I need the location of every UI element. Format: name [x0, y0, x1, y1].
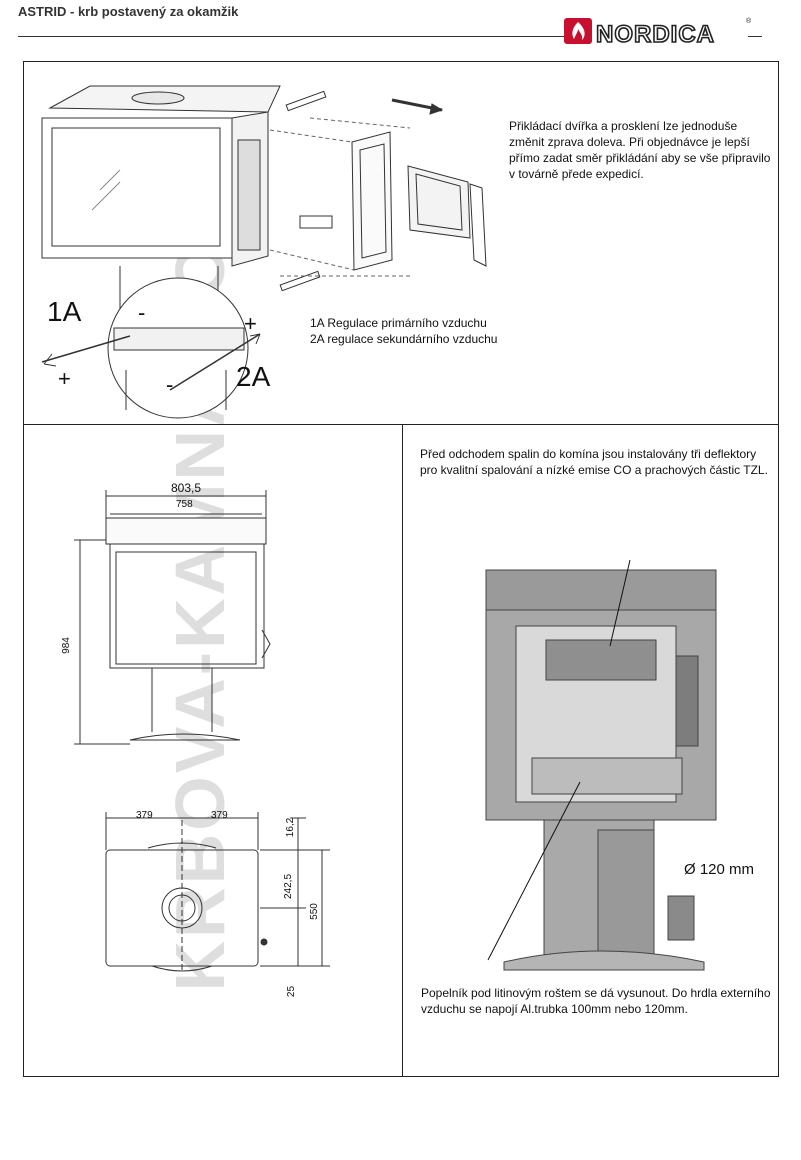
header-rule-end	[748, 36, 762, 37]
label-1a: 1A	[47, 296, 82, 327]
dim-depth: 550	[308, 903, 320, 920]
content-frame	[23, 61, 779, 1077]
flue-diameter-label: Ø 120 mm	[684, 861, 755, 878]
primary-air-note: 1A Regulace primárního vzduchu	[310, 316, 487, 330]
deflector-note: Před odchodem spalin do komína jsou inst…	[420, 447, 768, 477]
dim-offset-top: 16,2	[285, 817, 297, 838]
nordica-logo: NORDICA ®	[564, 17, 752, 49]
ash-pan-note: Popelník pod litinovým roštem se dá vysu…	[421, 986, 771, 1016]
stove-exploded-drawing	[41, 85, 487, 419]
registered-mark: ®	[746, 17, 752, 25]
dim-overall-width: 803,5	[171, 481, 202, 495]
minus-sign-1a: -	[138, 300, 146, 325]
plus-sign-1a: +	[58, 366, 71, 391]
dim-offset-bottom: 25	[286, 985, 298, 998]
air-regulation-notes: 1A Regulace primárního vzduchu 2A regula…	[310, 315, 570, 347]
minus-sign-2a: -	[166, 372, 174, 397]
plus-sign-2a: +	[244, 311, 257, 336]
dim-height: 984	[60, 637, 72, 654]
section-divider-horizontal	[23, 424, 779, 425]
dim-half-left: 379	[136, 810, 153, 821]
label-2a: 2A	[236, 361, 271, 392]
stove-cutaway	[485, 560, 717, 971]
secondary-air-note: 2A regulace sekundárního vzduchu	[310, 332, 498, 346]
dimension-drawing	[74, 490, 330, 972]
dim-center-depth: 242,5	[283, 873, 295, 900]
document-title: ASTRID - krb postavený za okamžik	[18, 4, 239, 19]
header-rule	[18, 36, 566, 37]
section-divider-vertical	[402, 424, 403, 1077]
dim-half-right: 379	[211, 810, 228, 821]
flame-icon	[564, 18, 592, 44]
brand-name: NORDICA	[596, 21, 715, 48]
door-reversal-note: Přikládací dvířka a prosklení lze jednod…	[509, 119, 771, 181]
dim-body-width: 758	[176, 499, 193, 510]
